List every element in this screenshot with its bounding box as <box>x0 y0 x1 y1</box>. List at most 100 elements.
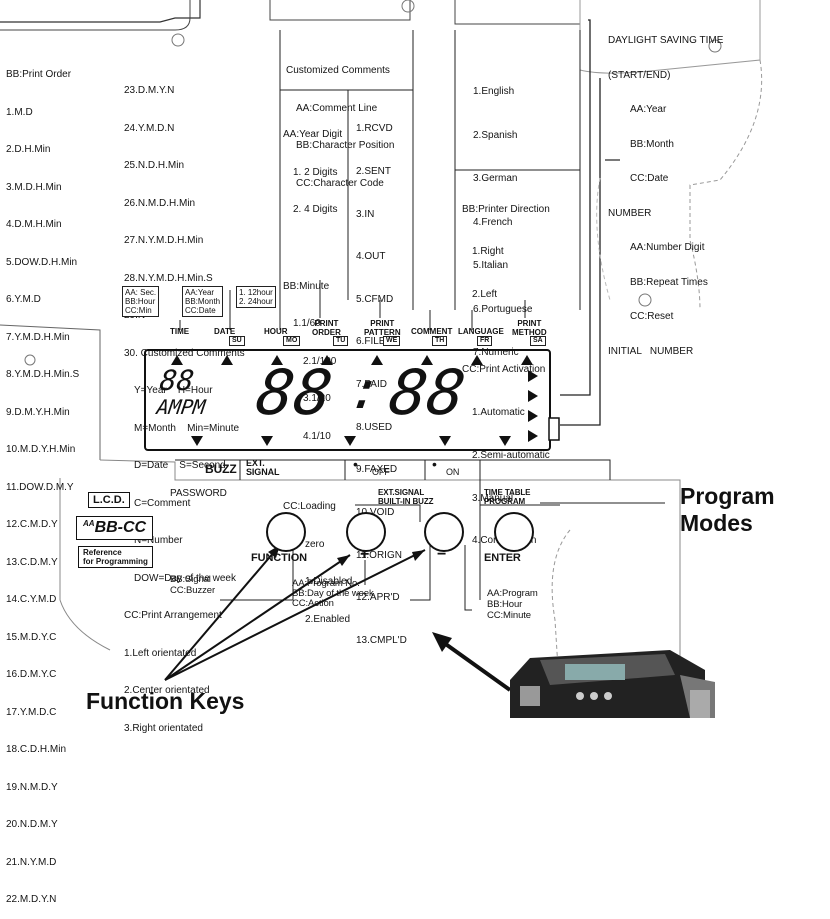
number-title: NUMBER <box>608 207 652 219</box>
print-order-item: 20.N.D.M.Y <box>6 819 58 830</box>
year-digit-item: 2. 4 Digits <box>293 204 338 215</box>
number-item: BB:Repeat Times <box>630 276 708 288</box>
comment-code-item: 5.CFMD <box>356 293 394 305</box>
print-order-item: 12.C.M.D.Y <box>6 519 58 530</box>
legend-item: DOW=Day of the week <box>134 572 236 584</box>
lcd-hours: 88 <box>251 356 337 429</box>
dst-title: DAYLIGHT SAVING TIME <box>608 35 724 46</box>
label-language-sub: FR <box>477 336 493 346</box>
dst-item: CC:Date <box>630 173 669 184</box>
buzz-label: BUZZ <box>205 462 237 476</box>
up-arrow-icon <box>221 355 233 365</box>
label-hour-sub: MO <box>283 336 301 346</box>
label-print-pattern-sub: WE <box>383 336 401 346</box>
down-arrow-icon <box>499 436 511 446</box>
label-language: LANGUAGE <box>458 327 504 336</box>
time-clock-device-photo <box>510 650 715 718</box>
legend-item: Y=Year H=Hour <box>134 385 213 396</box>
label-print-order-sub: TU <box>333 336 349 346</box>
aa-program-no-label: AA:Program No. <box>292 578 360 589</box>
dst-number-column: DAYLIGHT SAVING TIME (START/END) AA:Year… <box>608 12 723 369</box>
bb-hour-label: BB:Hour <box>487 599 523 610</box>
label-date-sub: SU <box>229 336 245 346</box>
label-print-pattern: PRINT PATTERN <box>364 319 401 337</box>
on-dot-icon: • <box>432 456 437 472</box>
print-activation-title: CC:Print Activation <box>462 363 546 375</box>
print-arrangement-item: 2.Center orientated <box>124 685 210 696</box>
plus-button[interactable] <box>346 512 386 552</box>
print-order-column: BB:Print Order 1.M.D 2.D.H.Min 3.M.D.H.M… <box>6 44 79 919</box>
up-arrow-icon <box>321 355 333 365</box>
legend-item: C=Comment <box>134 497 191 509</box>
print-order-item: 6.Y.M.D <box>6 294 41 305</box>
print-order-item: 22.M.D.Y.N <box>6 894 57 905</box>
print-order-item: 3.M.D.H.Min <box>6 181 62 193</box>
print-order-item: 16.D.M.Y.C <box>6 669 57 680</box>
language-item: 7.Numeric <box>473 347 519 358</box>
customized-comments-item: BB:Character Position <box>296 140 395 151</box>
comment-code-item: 1.RCVD <box>356 123 393 135</box>
lcd-ampm: AMPM <box>155 395 207 419</box>
right-arrow-icon <box>528 410 538 422</box>
label-hour: HOUR <box>264 327 288 336</box>
year-minute-block: AA:Year Digit 1. 2 Digits 2. 4 Digits BB… <box>283 104 352 639</box>
year-digit-item: 1. 2 Digits <box>293 166 338 178</box>
customized-comments-item: AA:Comment Line <box>296 102 378 114</box>
print-order-item: 27.N.Y.M.D.H.Min <box>124 235 204 246</box>
lcd-arrows <box>171 355 538 446</box>
comment-code-item: 9.FAXED <box>356 464 398 476</box>
language-item: 4.French <box>473 216 513 228</box>
enter-label: ENTER <box>484 552 521 564</box>
print-order-item: 5.DOW.D.H.Min <box>6 256 78 268</box>
print-activation-item: 3.Manual <box>472 492 514 504</box>
up-arrow-icon <box>471 355 483 365</box>
up-arrow-icon <box>371 355 383 365</box>
print-arrangement-item: 3.Right orientated <box>124 722 203 734</box>
up-arrow-icon <box>271 355 283 365</box>
cc-action-label: CC:Action <box>292 598 334 609</box>
off-label: OFF <box>372 467 390 477</box>
on-label: ON <box>446 467 460 477</box>
cc-buzzer-label: CC:Buzzer <box>170 585 216 596</box>
language-item: 1.English <box>473 86 515 97</box>
aa-small-label: AA <box>83 519 95 528</box>
label-comment-sub: TH <box>432 336 448 346</box>
print-order-item: 17.Y.M.D.C <box>6 706 57 718</box>
diagram-sheet: BB:Print Order 1.M.D 2.D.H.Min 3.M.D.H.M… <box>0 0 775 905</box>
print-order-item: 8.Y.M.D.H.Min.S <box>6 369 80 380</box>
language-item: 3.German <box>473 173 518 184</box>
language-column: 1.English 2.Spanish 3.German 4.French 5.… <box>473 56 533 375</box>
legend-item: M=Month Min=Minute <box>134 422 240 434</box>
print-order-item: 14.C.Y.M.D <box>6 594 57 605</box>
printer-direction-title: BB:Printer Direction <box>462 203 550 215</box>
right-arrow-icon <box>528 390 538 402</box>
bb-signal-label: BB:Signal <box>170 574 211 585</box>
number-item: AA:Number Digit <box>630 242 705 253</box>
lcd-minutes: 88 <box>384 356 470 429</box>
print-order-item: 30. Customized Comments <box>124 347 245 359</box>
loading-zero-item: 2.Enabled <box>305 613 351 625</box>
minute-item: 3.1/20 <box>303 393 331 404</box>
print-order-item: 2.D.H.Min <box>6 144 51 155</box>
initial-number: INITIAL NUMBER <box>608 345 694 357</box>
function-button[interactable] <box>266 512 306 552</box>
down-arrow-icon <box>344 436 356 446</box>
print-order-item: 28.N.Y.M.D.H.Min.S <box>124 272 213 284</box>
customized-comments-title: Customized Comments <box>286 65 390 76</box>
minus-button[interactable] <box>424 512 464 552</box>
comment-code-item: 3.IN <box>356 208 375 220</box>
printer-direction-item: 2.Left <box>472 289 498 301</box>
dst-item: BB:Month <box>630 138 674 150</box>
lcd-small-digits: 88 <box>157 364 197 397</box>
print-order-item: 13.C.D.M.Y <box>6 556 58 568</box>
up-arrow-icon <box>521 355 533 365</box>
print-order-item: 7.Y.M.D.H.Min <box>6 331 70 343</box>
legend-item: N=Number <box>134 535 183 546</box>
year-digit-title: AA:Year Digit <box>283 129 343 140</box>
enter-button[interactable] <box>494 512 534 552</box>
comment-code-item: 6.FILED <box>356 336 393 348</box>
label-comment: COMMENT <box>411 327 453 336</box>
comment-code-item: 2.SENT <box>356 166 392 178</box>
print-order-item: 18.C.D.H.Min <box>6 744 67 755</box>
panel-outline <box>0 0 763 701</box>
